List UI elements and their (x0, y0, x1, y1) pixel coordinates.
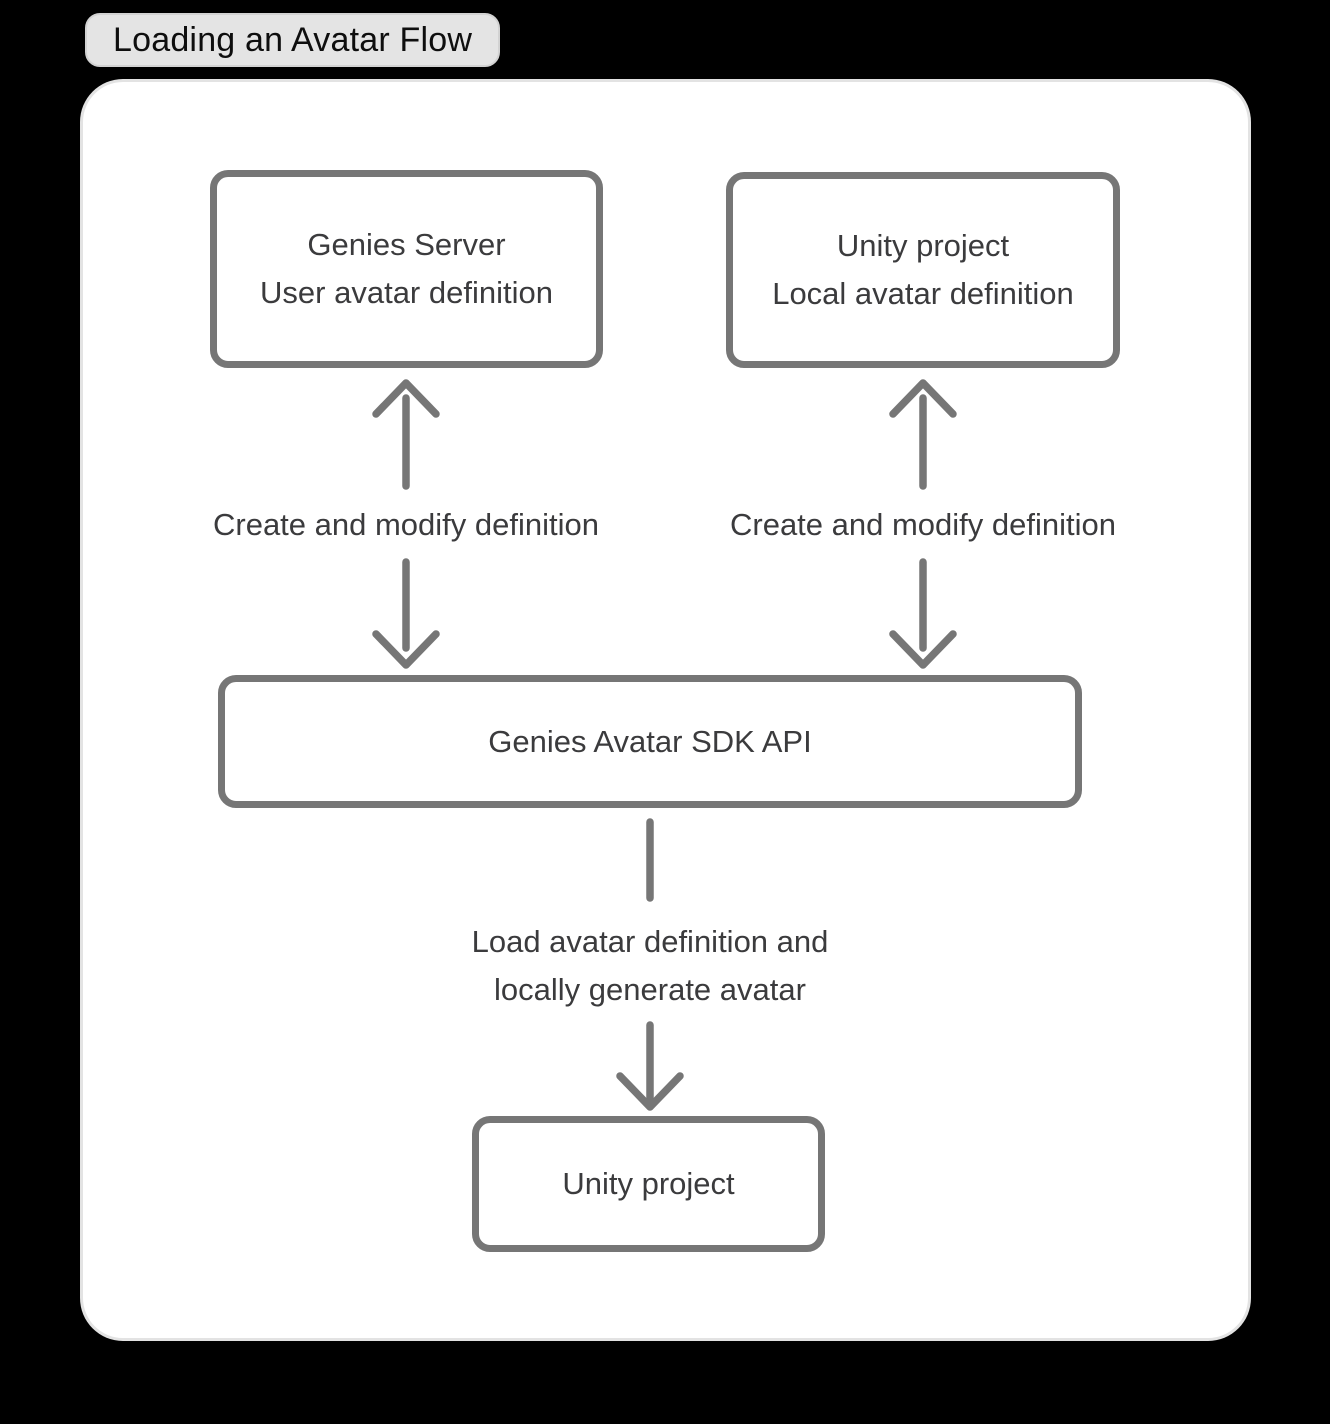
node-unity-project-label: Unity project (562, 1166, 735, 1201)
edge-label-load-line2: locally generate avatar (494, 972, 806, 1007)
edge-label-load-line1: Load avatar definition and (471, 924, 829, 959)
diagram-title: Loading an Avatar Flow (113, 20, 473, 59)
node-sdk-api-label: Genies Avatar SDK API (488, 723, 812, 759)
node-genies-server: Genies Server User avatar definition (210, 170, 603, 368)
edge-label-create-modify-right: Create and modify definition (729, 507, 1117, 542)
node-genies-server-line1: Genies Server (307, 227, 506, 262)
node-genies-server-line2: User avatar definition (260, 275, 553, 310)
node-sdk-api: Genies Avatar SDK API (218, 675, 1082, 808)
node-unity-local-line1: Unity project (836, 228, 1010, 263)
edge-label-load-generate: Load avatar definition and locally gener… (472, 918, 829, 1014)
node-unity-local-line2: Local avatar definition (772, 276, 1074, 311)
node-unity-project: Unity project (472, 1116, 825, 1252)
node-unity-local: Unity project Local avatar definition (726, 172, 1120, 368)
diagram-title-badge: Loading an Avatar Flow (85, 13, 501, 67)
edge-label-create-modify-left: Create and modify definition (212, 507, 600, 542)
